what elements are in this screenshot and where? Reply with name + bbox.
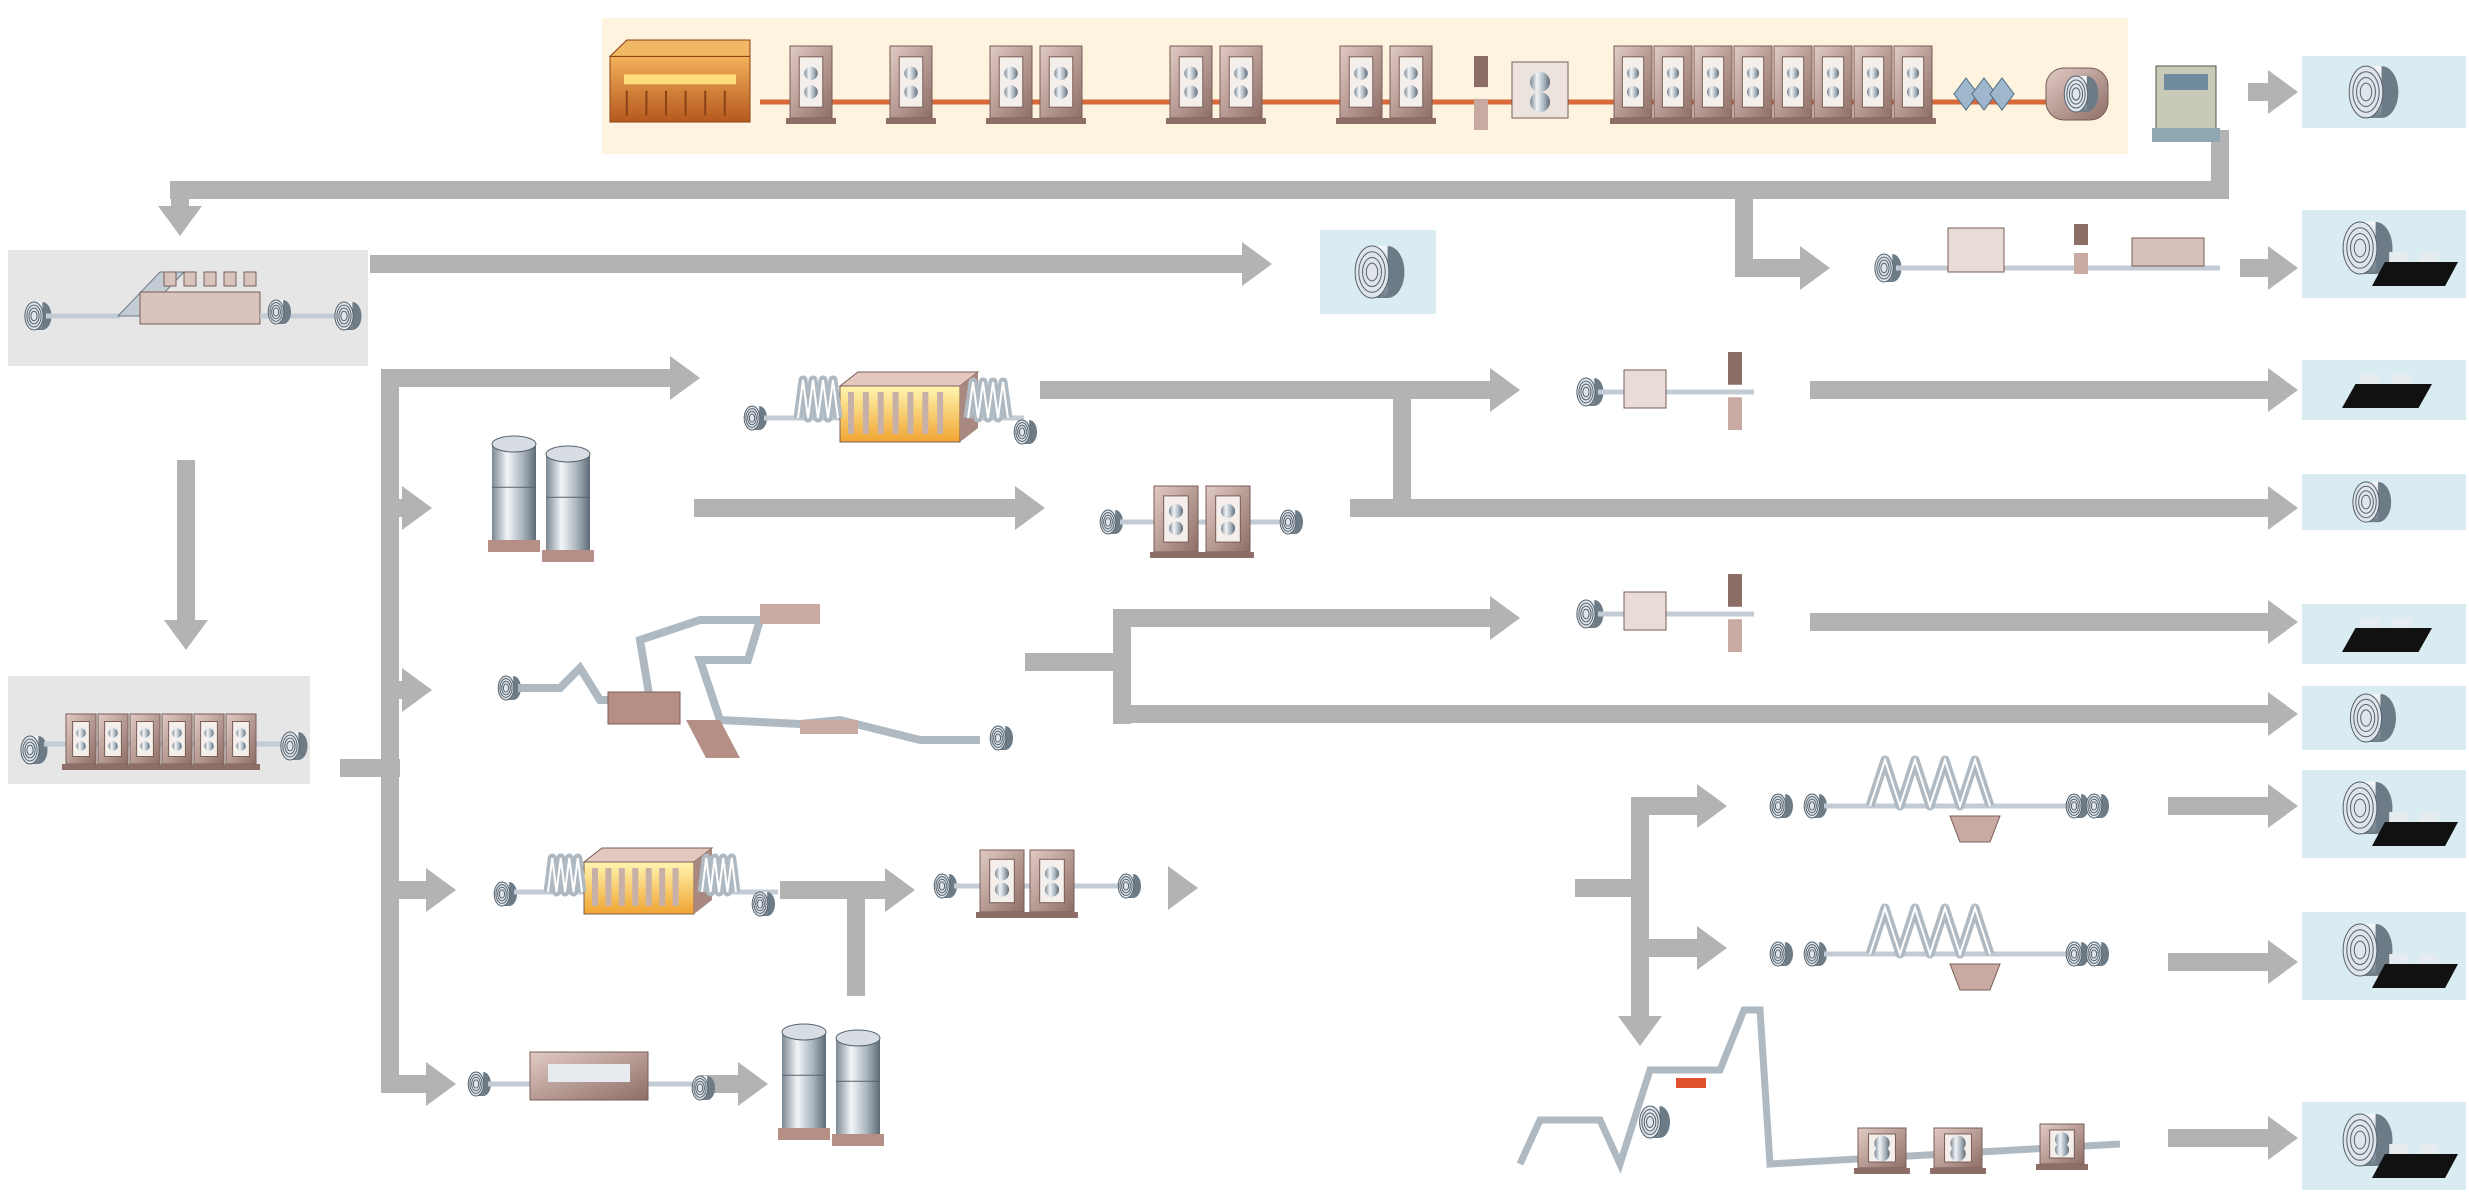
flow-line: [1113, 609, 1492, 627]
arrow-head: [2268, 692, 2298, 736]
flow-line: [1393, 381, 1411, 508]
arrow-head: [1490, 368, 1520, 412]
arrow-head: [1800, 246, 1830, 290]
arrow-head: [164, 620, 208, 650]
arrow-head: [2268, 600, 2298, 644]
flow-line: [2168, 1129, 2270, 1147]
arrow-head: [426, 868, 456, 912]
arrow-head: [2268, 784, 2298, 828]
arrow-head: [1490, 596, 1520, 640]
color-coating-line: [1516, 1006, 2121, 1174]
flow-line: [694, 499, 1017, 517]
hot-rolled-coil: [1320, 56, 2466, 530]
pickling-line: [24, 271, 362, 331]
flow-line: [381, 378, 399, 1090]
arrow-head: [1242, 242, 1272, 286]
flow-line: [780, 881, 887, 899]
reheating-furnace: [608, 39, 751, 123]
tandem-cold-mill: [20, 713, 308, 770]
flow-line: [2168, 797, 2270, 815]
flow-line: [1040, 381, 1410, 399]
hot-coiler: [2045, 65, 2220, 142]
flow-line: [1631, 880, 1649, 1018]
flow-line: [1575, 879, 1640, 897]
cold-rolled-coil: [2302, 686, 2466, 750]
finishing-mill-train: [1610, 45, 2015, 124]
arrow-head: [1697, 926, 1727, 970]
flow-line: [2211, 130, 2229, 196]
arrow-head: [402, 486, 432, 530]
flow-line: [847, 881, 865, 996]
arrow-head: [1697, 784, 1727, 828]
arrow-head: [1618, 1016, 1662, 1046]
flow-line: [1025, 653, 1130, 671]
flow-line: [381, 499, 404, 517]
flow-line: [1113, 618, 1131, 724]
flow-line: [1631, 797, 1699, 815]
flow-line: [370, 255, 1244, 273]
roughing-mill-stand: [760, 45, 2050, 130]
arrow-head: [1168, 866, 1198, 910]
flow-line: [1631, 800, 1649, 888]
flow-line: [2248, 83, 2270, 101]
flow-line: [381, 681, 404, 699]
flow-line: [171, 181, 189, 208]
hot-rolled-sheet-and-coil: [2302, 210, 2466, 1190]
arrow-head: [2268, 1116, 2298, 1160]
equipment-layer: [20, 39, 2220, 1174]
hot-dip-galvanizing-line: [497, 604, 1013, 758]
flow-line: [1395, 381, 1492, 399]
arrow-head: [2268, 486, 2298, 530]
flow-line: [381, 1075, 428, 1093]
flow-line: [2240, 259, 2270, 277]
batch-annealing-furnace: [488, 435, 884, 1146]
arrow-head: [2268, 940, 2298, 984]
arrow-head: [670, 356, 700, 400]
flow-line: [170, 181, 2229, 199]
arrow-head: [1015, 486, 1045, 530]
products-layer: [1320, 56, 2466, 1190]
flow-line: [1810, 381, 2270, 399]
flow-line: [2168, 953, 2270, 971]
flow-line: [381, 881, 428, 899]
flow-line: [1735, 190, 1753, 268]
arrow-head: [426, 1062, 456, 1106]
cold-rolled-sheet: [2302, 360, 2466, 664]
flow-line: [1810, 613, 2270, 631]
arrow-head: [738, 1062, 768, 1106]
flow-line: [177, 460, 195, 622]
flow-line: [381, 369, 672, 387]
arrow-head: [158, 206, 202, 236]
continuous-annealing-line: [467, 371, 1037, 1101]
flow-line: [1113, 705, 2270, 723]
arrow-head: [885, 868, 915, 912]
flow-line: [1350, 499, 2270, 517]
flow-line: [1735, 259, 1802, 277]
electro-plating-line: [1769, 755, 2109, 991]
arrow-head: [402, 668, 432, 712]
arrow-head: [2268, 70, 2298, 114]
flow-arrows: [158, 70, 2298, 1160]
shear-line: [1576, 224, 2220, 652]
arrow-head: [2268, 368, 2298, 412]
temper-mill: [933, 485, 1303, 918]
arrow-head: [2268, 246, 2298, 290]
